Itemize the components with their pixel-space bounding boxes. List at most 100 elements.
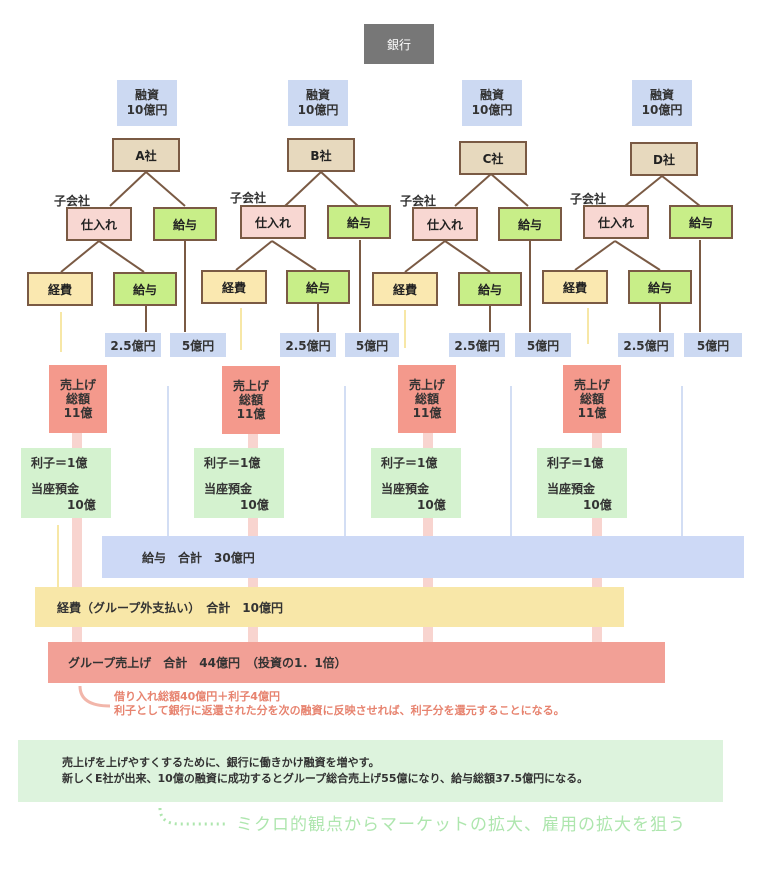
amount-text: 5億円 [526, 338, 560, 353]
expense-box-d: 経費 [542, 270, 608, 304]
amount-large-d: 5億円 [684, 333, 742, 357]
sales-total-text: グループ売上げ 合計 44億円 （投資の1．1倍） [68, 656, 347, 670]
purchasing-label: 仕入れ [254, 215, 291, 230]
deposit-amount: 10億 [67, 498, 96, 512]
amount-text: 2.5億円 [454, 338, 500, 353]
salary-label: 給与 [172, 217, 197, 232]
amount-large-a: 5億円 [170, 333, 226, 357]
loan-amount: 10億円 [297, 103, 339, 117]
amount-text: 2.5億円 [623, 338, 669, 353]
tree-lines-c [404, 173, 531, 332]
expense-label: 経費 [562, 280, 587, 295]
sales-label: 総額 [414, 392, 439, 406]
salary-label: 給与 [132, 282, 157, 297]
amount-text: 5億円 [355, 338, 389, 353]
sales-total-bar: グループ売上げ 合計 44億円 （投資の1．1倍） [48, 642, 665, 683]
amount-small-c: 2.5億円 [449, 333, 505, 357]
sales-label: 総額 [65, 392, 90, 406]
amount-small-b: 2.5億円 [280, 333, 336, 357]
company-name: A社 [135, 148, 157, 163]
amount-small-a: 2.5億円 [105, 333, 161, 357]
purchasing-label: 仕入れ [80, 217, 117, 232]
sales-label: 総額 [238, 393, 263, 407]
deposit-amount: 10億 [417, 498, 446, 512]
purchasing-label: 仕入れ [597, 215, 634, 230]
sub-salary-box-a: 給与 [113, 272, 177, 306]
deposit-label: 当座預金 [31, 482, 80, 496]
slogan-text: ミクロ的観点からマーケットの拡大、雇用の拡大を狙う [236, 815, 686, 835]
loan-label: 融資 [134, 88, 159, 102]
purchasing-box-b: 仕入れ [240, 205, 306, 239]
purchasing-label: 仕入れ [426, 217, 463, 232]
tree-lines-d [574, 175, 701, 332]
salary-total-text: 給与 合計 30億円 [142, 550, 255, 565]
amount-large-c: 5億円 [515, 333, 571, 357]
salary-label: 給与 [647, 280, 672, 295]
salary-box-c: 給与 [498, 207, 562, 241]
subsidiary-label-b: 子会社 [230, 191, 267, 205]
tree-lines-b [235, 171, 361, 332]
interest-box-a: 利子＝1億当座預金 10億 [21, 448, 111, 518]
note-red-line2: 利子として銀行に返還された分を次の融資に反映させれば、利子分を還元することになる… [114, 704, 565, 717]
sales-label: 売上げ [573, 378, 610, 392]
company-c: C社 [459, 141, 527, 175]
company-name: C社 [482, 151, 504, 166]
deposit-amount: 10億 [240, 498, 269, 512]
tree-lines-a [60, 171, 186, 332]
deposit-label: 当座預金 [204, 482, 253, 496]
interest-label: 利子＝1億 [31, 456, 88, 470]
company-name: B社 [310, 148, 332, 163]
sub-salary-box-d: 給与 [628, 270, 692, 304]
expense-box-a: 経費 [27, 272, 93, 306]
deposit-amount: 10億 [583, 498, 612, 512]
interest-box-c: 利子＝1億当座預金 10億 [371, 448, 461, 518]
proposal-box: 売上げを上げやすくするために、銀行に働きかけ融資を増やす。 新しくE社が出来、1… [18, 740, 723, 802]
interest-label: 利子＝1億 [204, 456, 261, 470]
bank-label: 銀行 [386, 37, 411, 52]
salary-box-a: 給与 [153, 207, 217, 241]
salary-label: 給与 [688, 215, 713, 230]
interest-label: 利子＝1億 [547, 456, 604, 470]
salary-label: 給与 [305, 280, 330, 295]
expense-label: 経費 [47, 282, 72, 297]
loan-label: 融資 [649, 88, 674, 102]
interest-box-b: 利子＝1億当座預金 10億 [194, 448, 284, 518]
expense-lines [57, 308, 589, 588]
sub-salary-box-b: 給与 [286, 270, 350, 304]
expense-total-bar: 経費（グループ外支払い） 合計 10億円 [35, 587, 624, 627]
amount-small-d: 2.5億円 [618, 333, 674, 357]
loan-label: 融資 [479, 88, 504, 102]
purchasing-box-c: 仕入れ [412, 207, 478, 241]
sales-label: 売上げ [232, 379, 269, 393]
sales-label: 売上げ [408, 378, 445, 392]
loan-amount: 10億円 [641, 103, 683, 117]
proposal-line1: 売上げを上げやすくするために、銀行に働きかけ融資を増やす。 [62, 756, 380, 769]
amount-text: 2.5億円 [110, 338, 156, 353]
note-curve [78, 685, 111, 708]
salary-label: 給与 [517, 217, 542, 232]
bank-box: 銀行 [364, 24, 434, 64]
amount-text: 2.5億円 [285, 338, 331, 353]
sales-amount: 11億 [577, 406, 607, 420]
deposit-label: 当座預金 [381, 482, 430, 496]
company-d: D社 [630, 142, 698, 176]
purchasing-box-d: 仕入れ [583, 205, 649, 239]
interest-label: 利子＝1億 [381, 456, 438, 470]
salary-box-d: 給与 [669, 205, 733, 239]
amount-text: 5億円 [696, 338, 730, 353]
expense-total-text: 経費（グループ外支払い） 合計 10億円 [57, 600, 283, 615]
loan-label: 融資 [305, 88, 330, 102]
purchasing-box-a: 仕入れ [66, 207, 132, 241]
loan-amount: 10億円 [126, 103, 168, 117]
salary-box-b: 給与 [327, 205, 391, 239]
sales-amount: 11億 [63, 406, 93, 420]
salary-label: 給与 [477, 282, 502, 297]
expense-box-c: 経費 [372, 272, 438, 306]
